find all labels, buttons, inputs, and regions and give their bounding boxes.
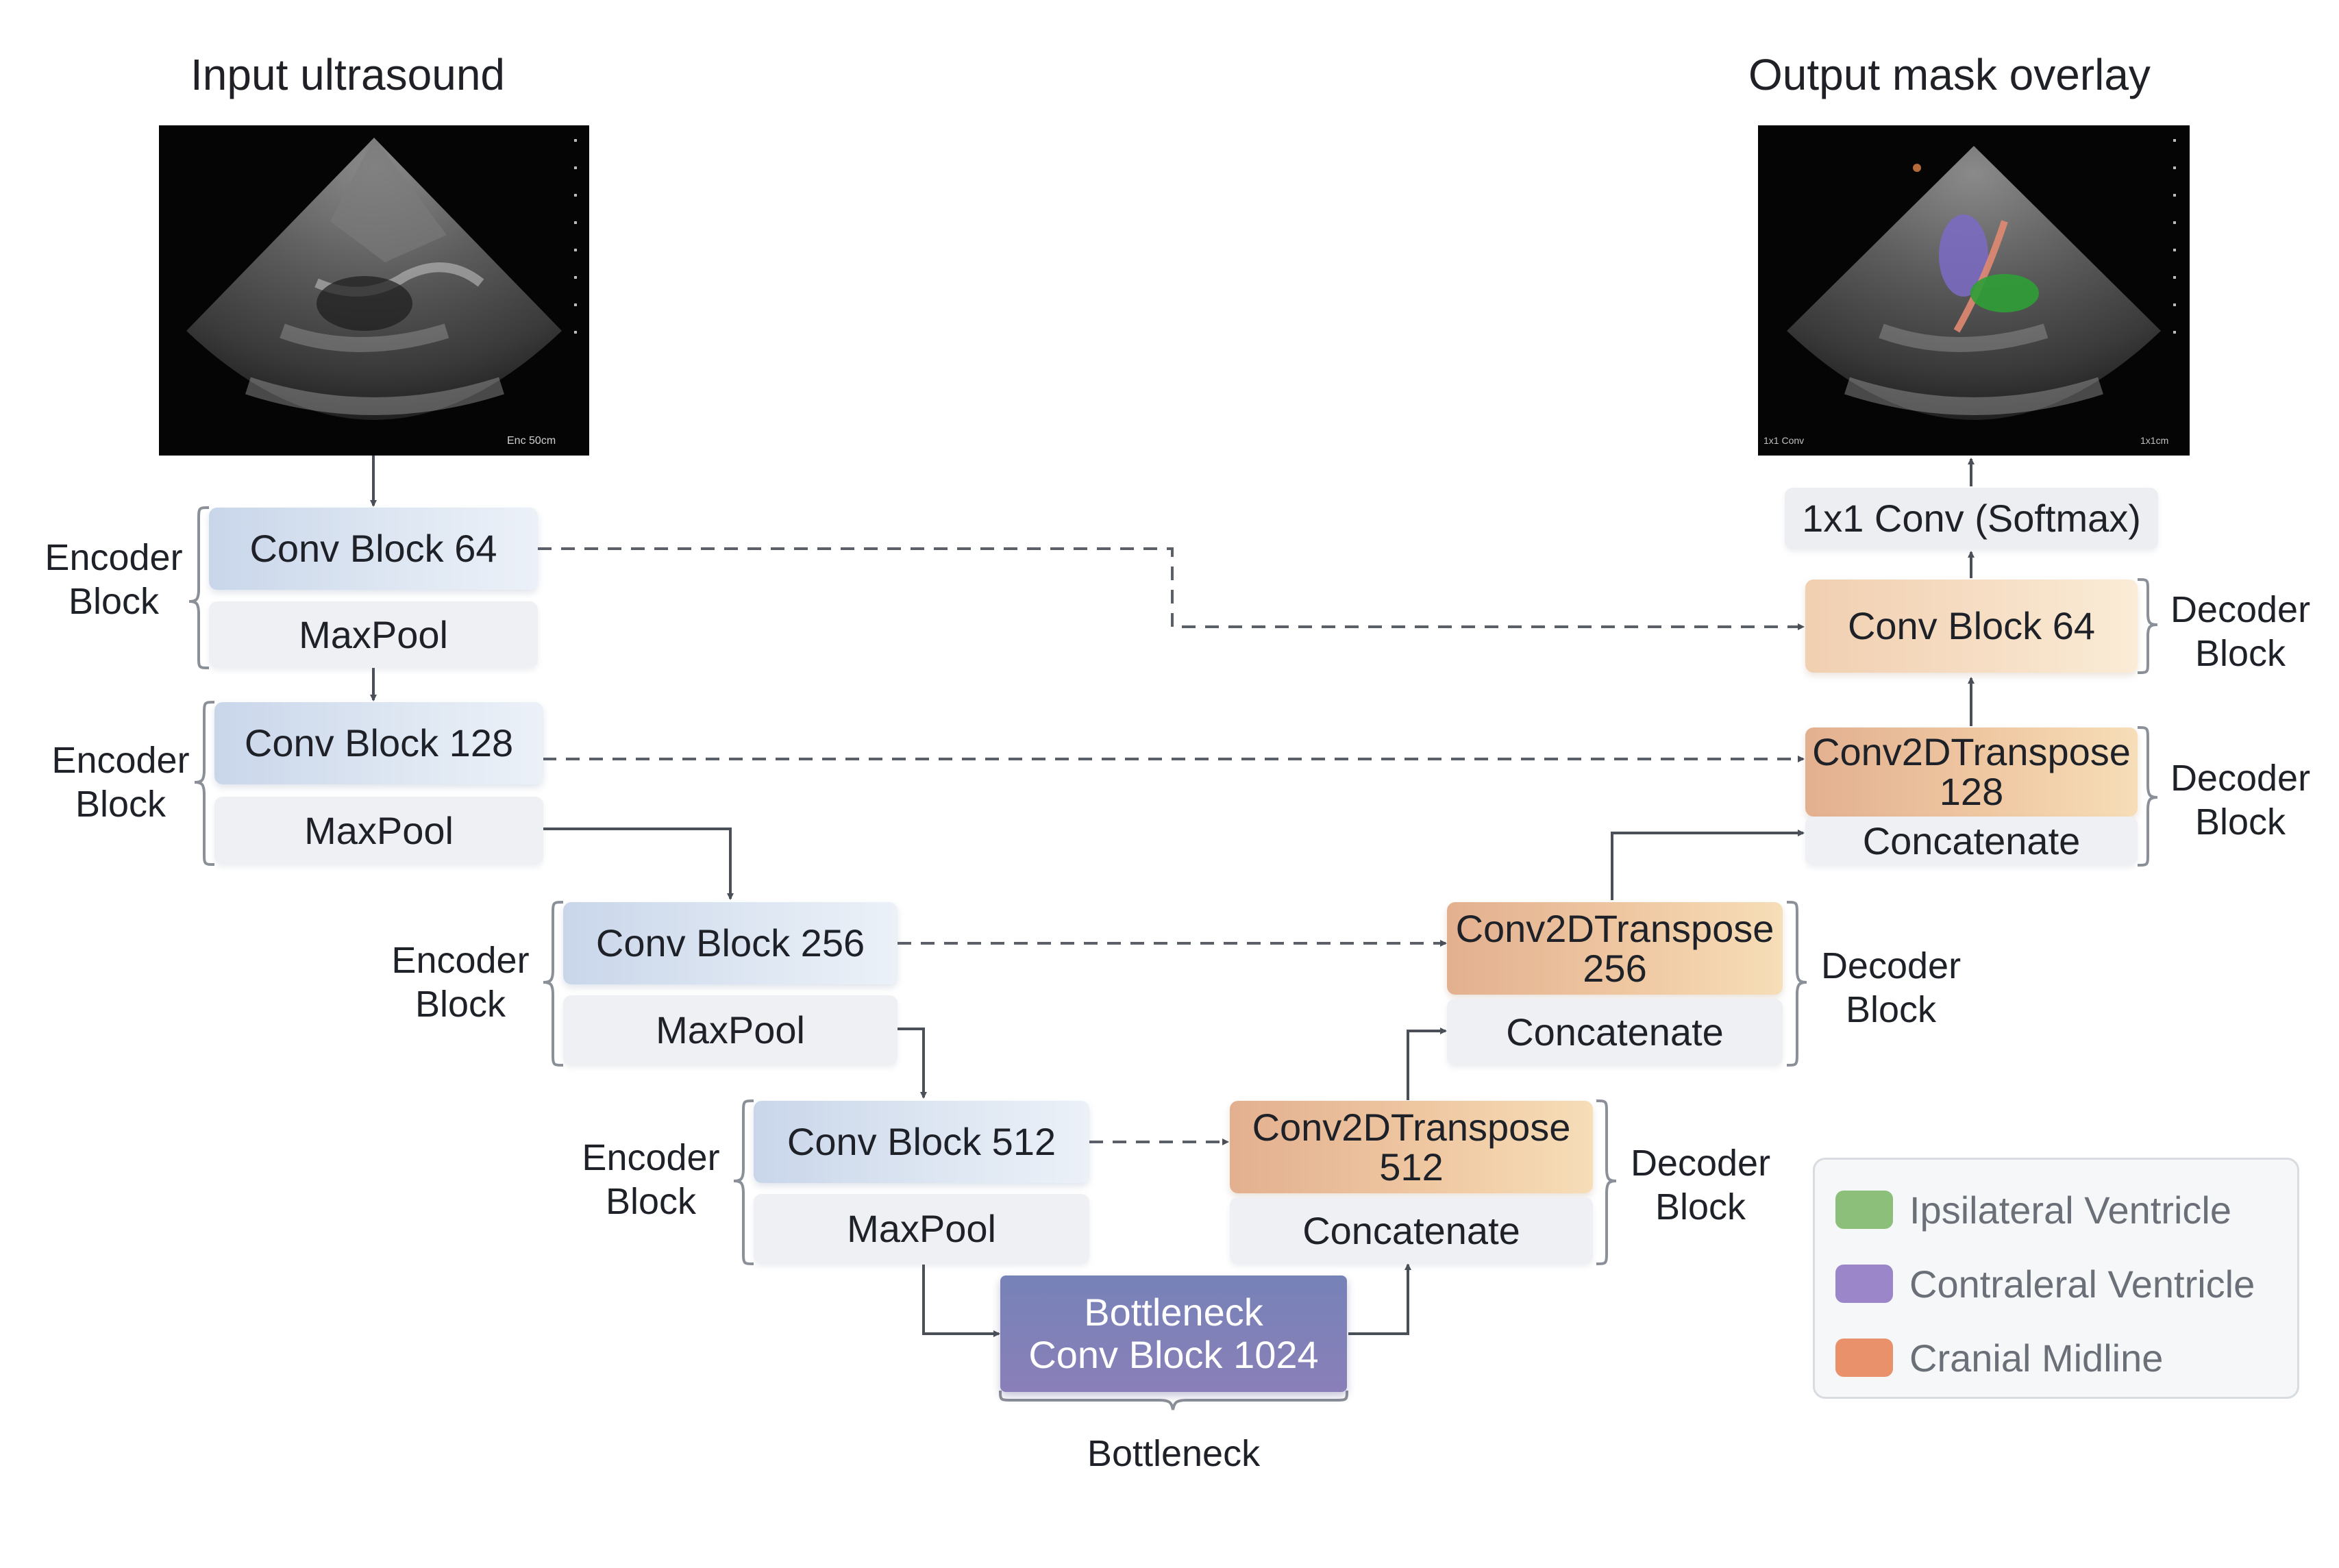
dec512-label: Decoder Block (1630, 1143, 1771, 1228)
dec512-tconv-line1: Conv2DTranspose (1252, 1105, 1571, 1149)
output-left-label: 1x1 Conv (1763, 435, 1805, 446)
arrow-enc4-to-bottleneck (922, 1265, 1000, 1337)
input-title: Input ultrasound (190, 50, 505, 99)
contralateral-ventricle-mask (1939, 214, 1988, 297)
enc3-conv-block: Conv Block 256 (563, 902, 898, 984)
dec512-concatenate: Concatenate (1230, 1197, 1593, 1264)
input-scale-label: Enc 50cm (507, 435, 556, 447)
enc4-label: Encoder Block (582, 1137, 720, 1222)
enc4-maxpool: MaxPool (754, 1194, 1089, 1264)
bottleneck-line1: Bottleneck (1084, 1291, 1263, 1334)
skip-connection-64 (538, 547, 1805, 630)
dec256-brace (1786, 901, 1807, 1067)
enc3-label: Encoder Block (391, 940, 530, 1025)
input-ultrasound-image: Enc 50cm (159, 125, 589, 456)
bottleneck-caption: Bottleneck (1087, 1433, 1261, 1474)
dec512-brace (1596, 1099, 1617, 1265)
legend-swatch-cranial-midline (1835, 1339, 1893, 1377)
bottleneck-block: Bottleneck Conv Block 1024 (1000, 1275, 1347, 1392)
dec128-tconv-line2: 128 (1939, 770, 2004, 813)
enc4-brace (733, 1099, 754, 1265)
dec128-tconv-line1: Conv2DTranspose (1812, 730, 2131, 773)
dec128-label: Decoder Block (2170, 758, 2311, 843)
arrow-enc3-to-enc4 (898, 1028, 927, 1099)
legend-item-ipsilateral: Ipsilateral Ventricle (1835, 1186, 2231, 1234)
dec256-conv2dtranspose: Conv2DTranspose 256 (1447, 902, 1783, 995)
arrow-dec256-to-dec128 (1611, 830, 1805, 900)
decconv64-brace (2137, 578, 2158, 674)
legend-swatch-ipsilateral (1835, 1191, 1893, 1229)
enc1-maxpool: MaxPool (209, 601, 538, 668)
enc3-brace (543, 901, 564, 1067)
dec128-brace (2137, 726, 2158, 867)
output-right-label: 1x1cm (2140, 435, 2169, 446)
dec256-tconv-line2: 256 (1583, 946, 1647, 990)
bottleneck-line2: Conv Block 1024 (1028, 1333, 1319, 1376)
final-1x1-conv-softmax: 1x1 Conv (Softmax) (1785, 488, 2158, 549)
dec256-tconv-line1: Conv2DTranspose (1455, 906, 1774, 950)
ultrasound-scan-graphic (186, 138, 577, 420)
dec256-concatenate: Concatenate (1447, 999, 1783, 1065)
enc4-conv-block: Conv Block 512 (754, 1101, 1089, 1183)
legend-item-cranial-midline: Cranial Midline (1835, 1334, 2163, 1382)
mask-overlay-graphic (1787, 139, 2176, 420)
enc2-maxpool: MaxPool (214, 797, 543, 864)
dec512-tconv-line2: 512 (1379, 1145, 1444, 1189)
decconv64-label: Decoder Block (2170, 589, 2311, 674)
enc2-conv-block: Conv Block 128 (214, 702, 543, 784)
dec128-conv2dtranspose: Conv2DTranspose 128 (1805, 727, 2138, 817)
arrow-bottleneck-to-dec512 (1348, 1263, 1411, 1335)
output-mask-image: 1x1 Conv 1x1cm (1758, 125, 2190, 456)
legend: Ipsilateral Ventricle Contraleral Ventri… (1813, 1158, 2299, 1399)
dec256-label: Decoder Block (1820, 945, 1961, 1030)
enc1-conv-block: Conv Block 64 (209, 508, 538, 590)
enc2-brace (194, 701, 215, 866)
legend-item-contralateral: Contraleral Ventricle (1835, 1260, 2255, 1308)
bottleneck-brace (999, 1390, 1348, 1410)
dec512-conv2dtranspose: Conv2DTranspose 512 (1230, 1101, 1593, 1193)
legend-swatch-contralateral (1835, 1265, 1893, 1303)
enc3-maxpool: MaxPool (563, 995, 898, 1065)
arrow-dec512-to-dec256 (1407, 1028, 1447, 1100)
dec128-concatenate: Concatenate (1805, 817, 2138, 865)
ipsilateral-ventricle-mask (1970, 274, 2039, 312)
enc1-label: Encoder Block (45, 537, 183, 622)
enc1-brace (188, 506, 210, 669)
output-title: Output mask overlay (1748, 50, 2151, 99)
enc2-label: Encoder Block (51, 740, 190, 825)
dec-conv-block-64: Conv Block 64 (1805, 580, 2138, 673)
arrow-enc2-to-enc3 (543, 827, 734, 900)
